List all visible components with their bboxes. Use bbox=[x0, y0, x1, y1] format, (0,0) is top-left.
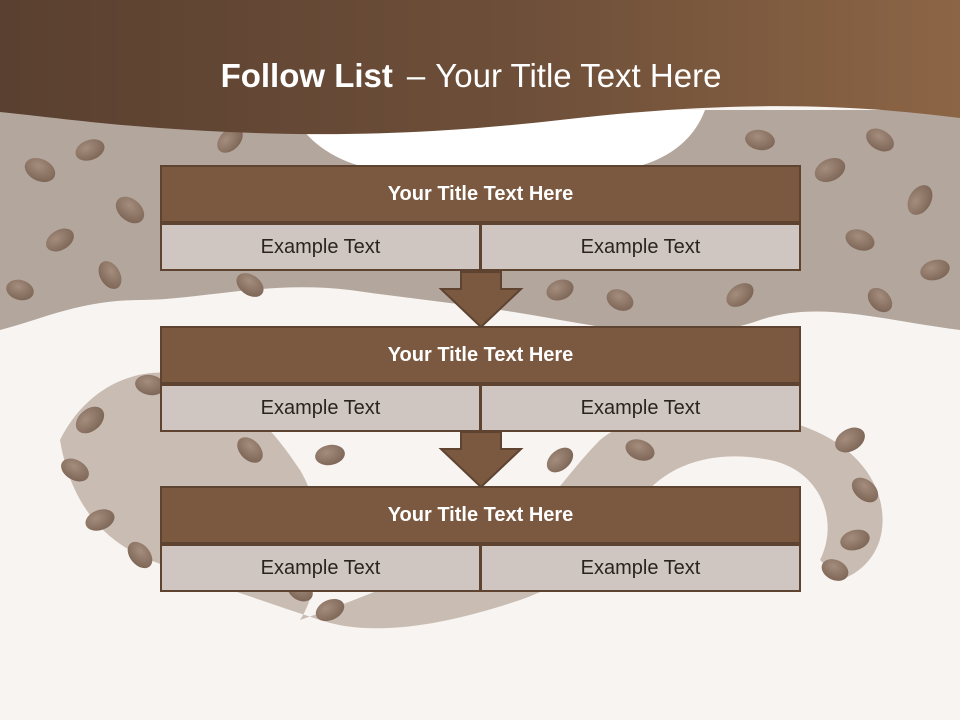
block-cell-right: Example Text bbox=[480, 384, 801, 432]
block-header: Your Title Text Here bbox=[160, 486, 801, 544]
title-rest-text: Your Title Text Here bbox=[435, 57, 722, 94]
list-block-3: Your Title Text Here Example Text Exampl… bbox=[160, 486, 801, 592]
down-arrow-icon bbox=[438, 271, 524, 329]
block-header: Your Title Text Here bbox=[160, 165, 801, 223]
block-cell-left: Example Text bbox=[160, 223, 481, 271]
title-dash: – bbox=[406, 57, 426, 94]
block-header: Your Title Text Here bbox=[160, 326, 801, 384]
down-arrow-icon bbox=[438, 431, 524, 489]
block-cell-right: Example Text bbox=[480, 223, 801, 271]
block-cell-left: Example Text bbox=[160, 384, 481, 432]
block-cell-right: Example Text bbox=[480, 544, 801, 592]
list-block-1: Your Title Text Here Example Text Exampl… bbox=[160, 165, 801, 271]
title-bold-text: Follow List bbox=[220, 57, 393, 94]
block-cell-left: Example Text bbox=[160, 544, 481, 592]
slide-title: Follow List–Your Title Text Here bbox=[0, 54, 942, 98]
list-block-2: Your Title Text Here Example Text Exampl… bbox=[160, 326, 801, 432]
